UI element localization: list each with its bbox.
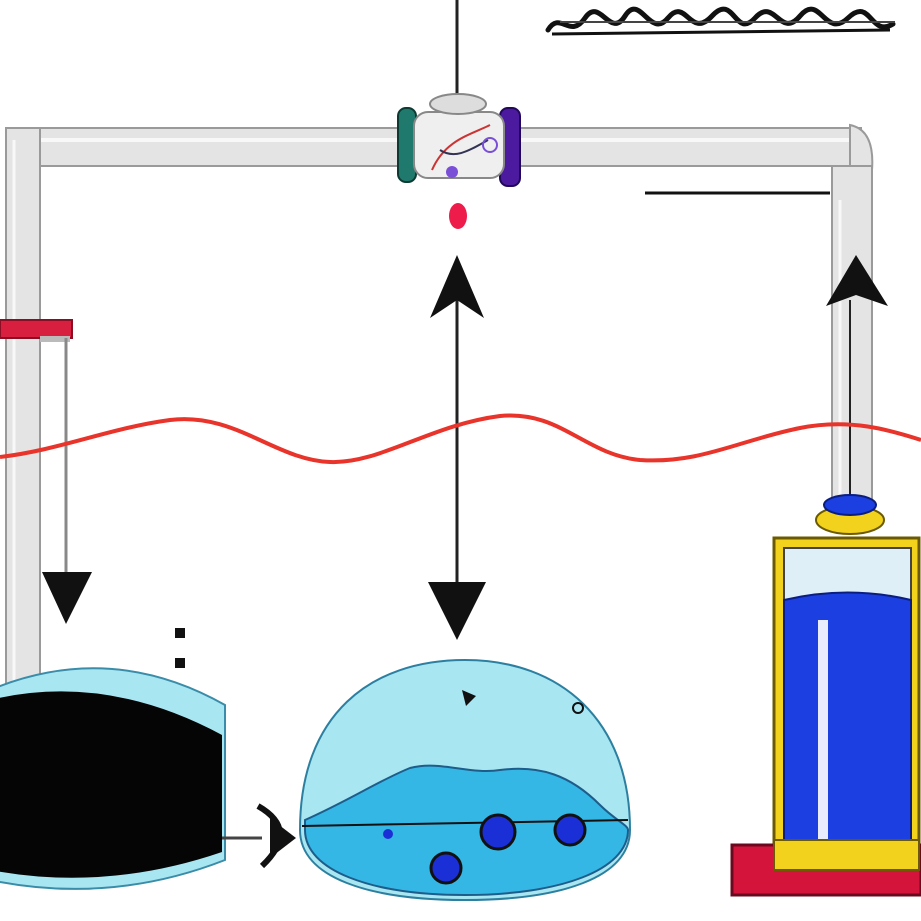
particle <box>553 813 587 847</box>
particle <box>383 829 393 839</box>
up-arrow-icon <box>826 255 888 306</box>
valve-icon <box>397 93 521 187</box>
right-cylinder <box>730 494 921 897</box>
left-clamp <box>0 319 73 342</box>
droplet-icon <box>449 203 467 229</box>
left-feed-line <box>42 338 92 624</box>
middle-bowl <box>298 658 632 902</box>
down-arrow-icon <box>42 572 92 624</box>
right-vertical-pipe <box>831 165 873 507</box>
double-arrow-icon <box>428 255 486 640</box>
diagram-title <box>545 6 896 36</box>
right-arrow-icon <box>222 803 296 869</box>
dot-marker <box>175 658 185 668</box>
wave-line <box>0 413 921 465</box>
left-vessel <box>0 667 226 890</box>
particle <box>429 851 463 885</box>
particle <box>479 813 517 851</box>
dot-marker <box>175 628 185 638</box>
left-vertical-pipe <box>5 127 41 689</box>
